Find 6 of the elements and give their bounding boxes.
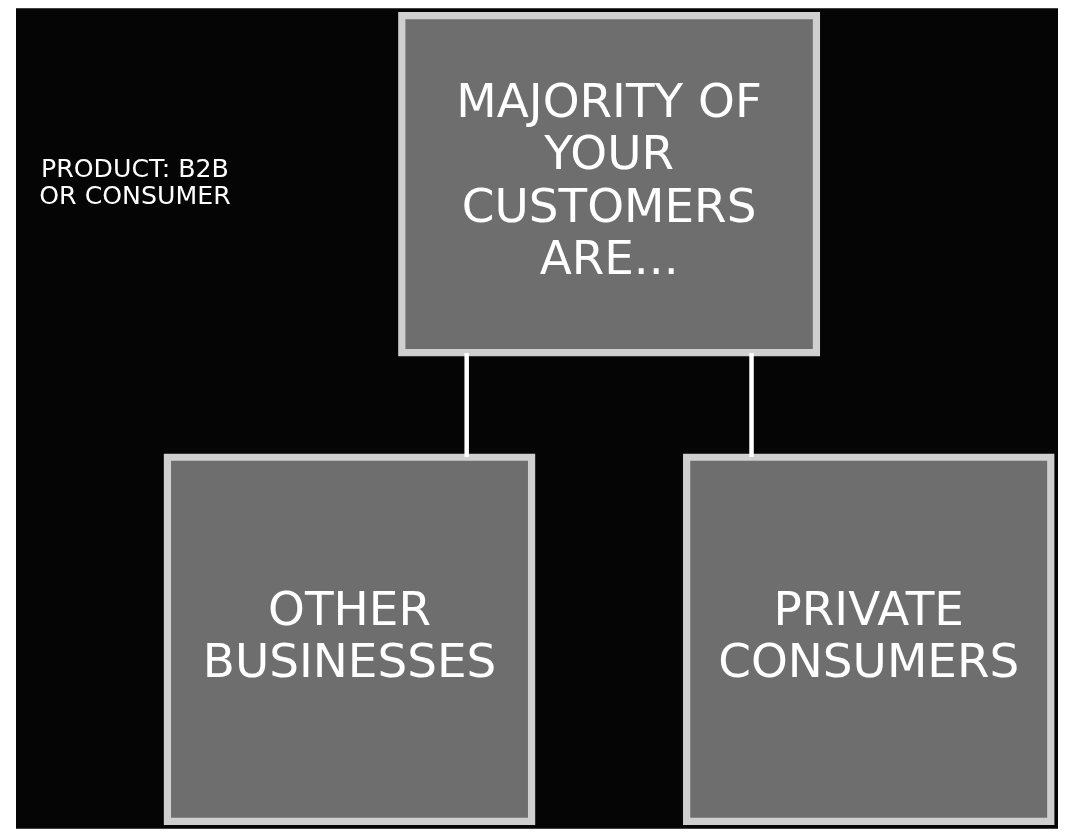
connector [749,353,754,457]
connector [464,353,469,457]
node-box: PRIVATE CONSUMERS [683,453,1055,826]
node-box: OTHER BUSINESSES [163,453,536,826]
node-box: MAJORITY OF YOUR CUSTOMERS ARE... [398,11,821,357]
label: PRODUCT: B2B OR CONSUMER [39,154,231,211]
